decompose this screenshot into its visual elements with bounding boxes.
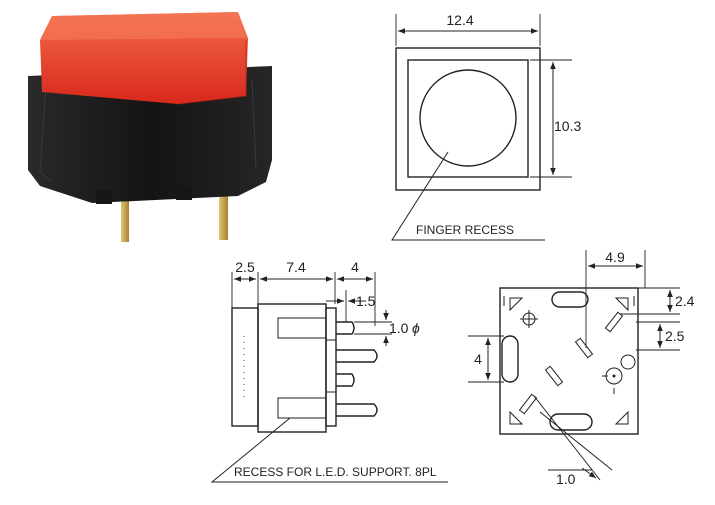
dim-2-5-bottom-label: 2.5 [665,328,685,344]
dim-4-9-label: 4.9 [605,249,625,265]
side-pin-2 [336,349,378,363]
dim-2-4-label: 2.4 [675,293,695,309]
bottom-hole-right [620,354,636,370]
bottom-slot-top [551,291,589,308]
side-pin-3 [336,373,355,387]
dim-2-5-label: 2.5 [235,259,255,275]
side-view-body [257,303,327,433]
bottom-view: 4.9 2.4 2.5 4 1.0 [468,249,695,487]
dim-7-4-label: 7.4 [286,259,306,275]
bottom-slot-left [501,335,519,383]
top-view: 12.4 10.3 FINGER RECESS [391,12,581,241]
dim-4-bottom-label: 4 [474,351,482,367]
side-view: 2.5 7.4 4 1.5 1.0 ϕ RECESS FOR L.E.D. SU… [210,259,448,483]
top-view-inner-frame [407,59,529,178]
dim-4-label: 4 [351,259,359,275]
switch-pin-left [121,196,129,242]
dim-1-0-bottom-label: 1.0 [556,471,576,487]
dim-height-label: 10.3 [554,118,581,134]
switch-photo [28,12,272,242]
dim-1-0-phi-label: 1.0 [389,320,409,336]
side-view-cap [231,307,259,427]
dim-width-label: 12.4 [446,12,473,28]
side-pin-1 [336,321,355,335]
bottom-slot-bottom [549,413,593,431]
led-recess-label: RECESS FOR L.E.D. SUPPORT. 8PL [234,465,437,479]
dim-1-5-label: 1.5 [356,293,376,309]
finger-recess-circle [419,69,517,167]
phi-symbol: ϕ [412,320,420,336]
side-pin-4 [336,403,378,417]
top-view-outline [395,47,541,191]
bottom-view-outline [499,287,639,435]
switch-pin-right [219,190,228,240]
led-recess-leader [210,417,448,483]
finger-recess-label: FINGER RECESS [416,223,514,237]
finger-recess-leader [391,151,545,241]
